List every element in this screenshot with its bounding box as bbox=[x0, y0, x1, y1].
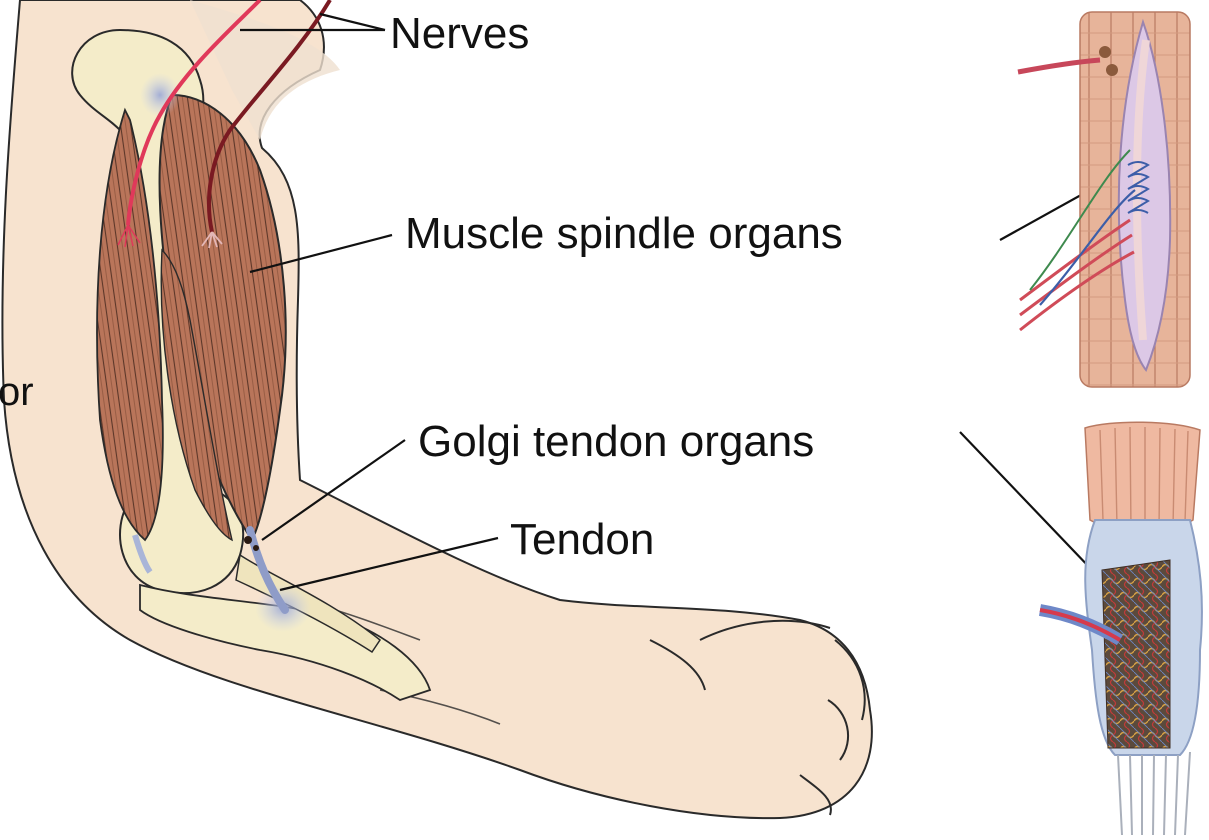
golgi-tendon-fibers bbox=[1118, 752, 1190, 835]
label-golgi-tendon-organs: Golgi tendon organs bbox=[418, 420, 814, 464]
label-partial-cropped: or bbox=[0, 372, 34, 412]
muscle-spindle-inset bbox=[1018, 12, 1190, 387]
golgi-organ-dot bbox=[253, 545, 259, 551]
leader-line-golgi-right bbox=[960, 432, 1092, 570]
label-tendon: Tendon bbox=[510, 518, 654, 562]
golgi-organ-dot bbox=[244, 536, 252, 544]
label-muscle-spindle-organs: Muscle spindle organs bbox=[405, 212, 843, 256]
golgi-tendon-inset bbox=[1040, 422, 1202, 835]
golgi-receptor-mesh bbox=[1102, 560, 1170, 748]
label-nerves: Nerves bbox=[390, 12, 529, 56]
spindle-cell bbox=[1099, 46, 1111, 58]
spindle-cell bbox=[1106, 64, 1118, 76]
